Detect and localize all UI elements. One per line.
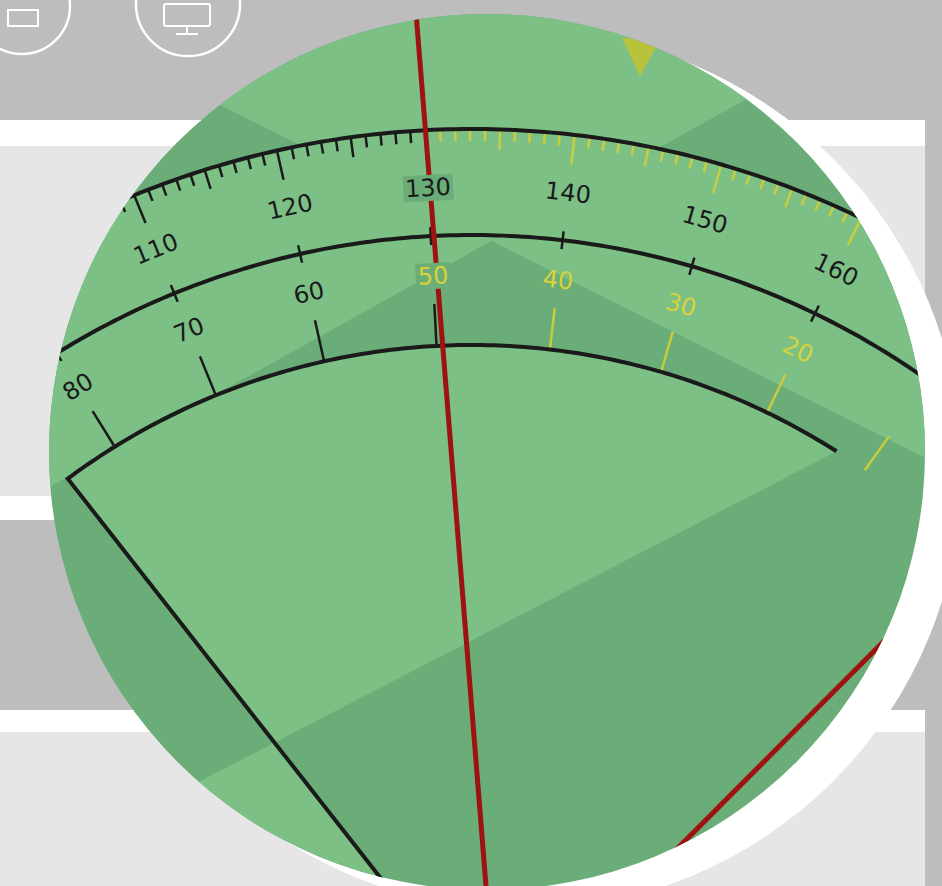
outer-arc [0,129,942,720]
scale-number: 20 [776,330,818,368]
tick-mark [200,356,216,395]
scale-number: 110 [128,228,184,271]
scale-number: 40 [539,265,576,295]
tick-mark [66,226,75,244]
icon-glyph [164,4,210,26]
tick-mark [908,246,914,256]
tick-mark [1,263,17,288]
icon-circle [0,0,70,54]
tick-mark [277,151,284,180]
tick-mark [53,233,59,244]
scale-number: 30 [660,287,700,322]
scale-number: 70 [168,312,210,349]
tick-mark [661,332,673,372]
red-line [640,585,940,886]
tick-mark [882,232,888,243]
tick-mark [895,239,901,250]
tick-mark [107,207,112,218]
tick-mark [550,308,555,350]
protractor-body [0,345,836,886]
scale-number: 120 [262,189,316,225]
tick-mark [645,147,649,167]
tick-mark [923,373,933,388]
pointer-mark [622,38,660,76]
scale-number: 160 [808,248,864,293]
tick-mark [14,255,20,265]
tick-mark [52,346,61,361]
icons [0,0,240,56]
tick-mark [767,375,785,413]
tick-mark [713,164,721,193]
icon-glyph [8,10,38,26]
tick-mark [917,253,927,270]
tick-mark [134,195,145,223]
tick-mark [434,304,436,346]
icon-circle [136,0,240,56]
tick-mark [571,135,574,165]
tick-mark [93,213,98,224]
scale-number: 150 [678,201,733,240]
tick-mark [934,261,940,271]
tick-mark [848,218,861,245]
icon-glyph [186,26,188,34]
scale-number: 140 [542,177,594,209]
tick-mark [93,411,115,447]
tick-mark [205,170,211,189]
scale-number: 80 [56,367,99,407]
scale-number: 60 [289,277,328,310]
tick-mark [27,248,33,258]
tick-mark [315,320,324,361]
tick-mark [80,220,85,231]
tick-mark [0,483,24,515]
red-line [415,0,486,886]
tick-mark [865,436,889,470]
tick-mark [498,129,501,149]
scale-number: 50 [415,262,451,290]
tick-mark [120,201,125,212]
scale-number: 130 [403,174,454,203]
icon-glyph [176,33,198,35]
tick-mark [351,137,354,157]
tick-mark [785,188,792,207]
tick-mark [869,225,874,236]
tick-mark [40,240,46,251]
